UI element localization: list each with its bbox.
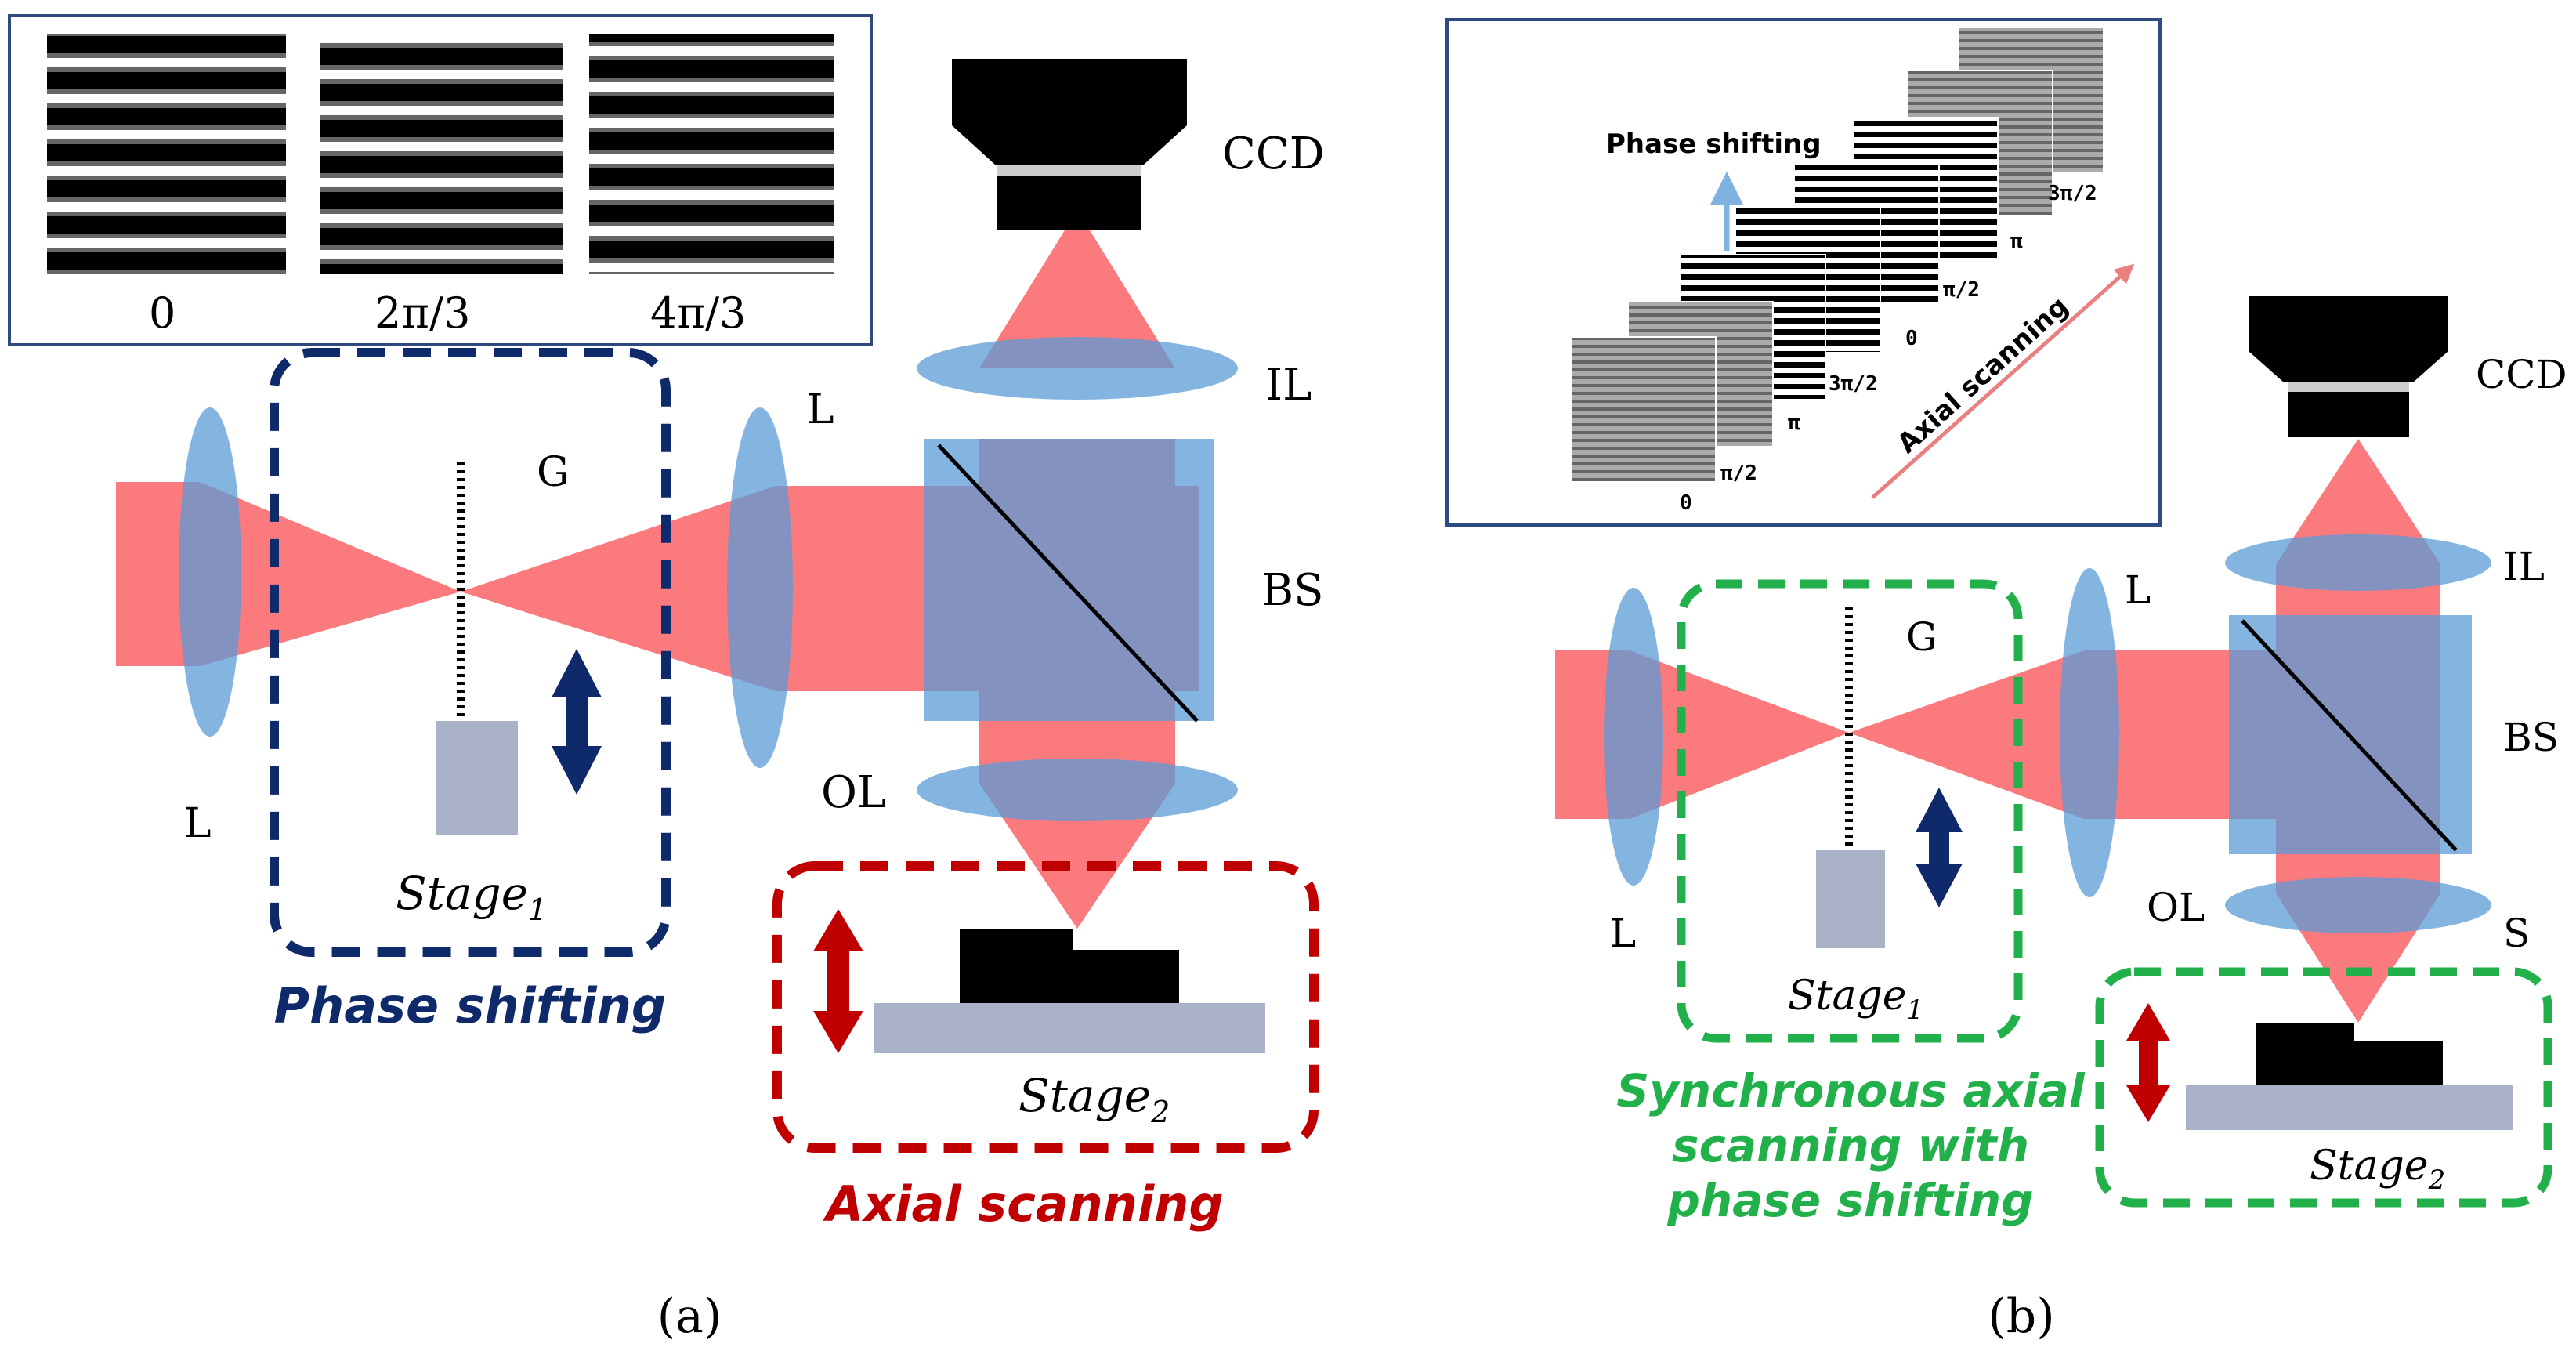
label-lens-left-b: L bbox=[1610, 911, 1636, 956]
fringe-pattern-4pi3 bbox=[589, 34, 834, 274]
label-lens-left-a: L bbox=[184, 800, 212, 847]
beam-splitter-diagonal-a bbox=[937, 444, 1199, 723]
fringe-inset-a: 0 2π/3 4π/3 bbox=[8, 14, 873, 346]
phase-shift-arrow-b bbox=[1916, 788, 1963, 907]
frames-inset-b: 0 π/2 π 3π/2 0 π/2 π 3π/2 Phase shifting… bbox=[1445, 18, 2162, 527]
label-bs-b: BS bbox=[2503, 715, 2559, 760]
stage2-plate-b bbox=[2186, 1085, 2513, 1130]
label-bs-a: BS bbox=[1261, 565, 1324, 616]
inset-phase-shifting-label: Phase shifting bbox=[1606, 129, 1822, 160]
frame-label-2: π/2 bbox=[1720, 462, 1757, 485]
beam-splitter-diagonal-b bbox=[2241, 619, 2458, 852]
objective-lens-a bbox=[917, 759, 1238, 821]
panel-label-b: (b) bbox=[1988, 1289, 2054, 1344]
input-beam-b bbox=[1555, 650, 1849, 819]
caption-line-3-b: phase shifting bbox=[1666, 1174, 2033, 1227]
stage2-plate-a bbox=[874, 1003, 1265, 1053]
focused-beam bbox=[979, 784, 1175, 929]
stage1-block-a bbox=[436, 721, 518, 835]
label-lens-right-a: L bbox=[807, 386, 834, 433]
panel-b: 0 π/2 π 3π/2 0 π/2 π 3π/2 Phase shifting… bbox=[1445, 18, 2567, 1344]
beam-to-ccd-b bbox=[2276, 439, 2440, 564]
label-sample-b: S bbox=[2503, 911, 2530, 956]
grating-a bbox=[436, 462, 518, 835]
caption-line-1-b: Synchronous axial bbox=[1616, 1064, 2086, 1117]
lens-left-a bbox=[179, 407, 241, 737]
expanded-beam bbox=[461, 486, 924, 691]
frame-label-8: 3π/2 bbox=[2048, 182, 2097, 205]
phase-shift-arrow-a bbox=[552, 649, 602, 795]
sample-stage-b bbox=[2186, 1023, 2513, 1130]
frame-label-5: 0 bbox=[1905, 327, 1918, 350]
axial-scan-box-a bbox=[772, 861, 1319, 1153]
sample-b bbox=[2256, 1023, 2443, 1085]
caption-phase-shifting-a: Phase shifting bbox=[274, 977, 667, 1034]
fringe-pattern-2pi3 bbox=[320, 34, 563, 274]
caption-line-2-b: scanning with bbox=[1672, 1119, 2029, 1172]
lens-right-b bbox=[2060, 568, 2119, 897]
label-lens-right-b: L bbox=[2125, 567, 2151, 613]
label-stage2-a: Stage2 bbox=[1018, 1069, 1170, 1129]
input-beam bbox=[116, 482, 461, 666]
phase-shift-box-b bbox=[1677, 579, 2023, 1043]
expanded-beam-b bbox=[1849, 650, 2225, 819]
axial-scan-arrow-a bbox=[813, 909, 863, 1053]
beam-splitter-a bbox=[924, 439, 1214, 721]
stage1-block-b bbox=[1816, 850, 1885, 948]
fringe-label-2pi3: 2π/3 bbox=[374, 288, 470, 338]
label-ol-b: OL bbox=[2147, 885, 2205, 930]
label-stage1-b: Stage1 bbox=[1788, 973, 1923, 1026]
fringe-pattern-0 bbox=[47, 34, 286, 274]
inset-axial-arrow bbox=[1871, 263, 2135, 499]
caption-axial-scanning-a: Axial scanning bbox=[822, 1175, 1223, 1233]
frame-label-6: π/2 bbox=[1943, 278, 1980, 302]
sample-a bbox=[960, 929, 1179, 1003]
label-ccd-a: CCD bbox=[1222, 129, 1325, 179]
imaging-lens-b bbox=[2225, 534, 2491, 591]
ccd-camera-a bbox=[952, 59, 1187, 230]
lens-right-a bbox=[727, 407, 793, 768]
label-stage1-a: Stage1 bbox=[396, 867, 547, 927]
grating-b bbox=[1816, 607, 1885, 948]
frame-label-3: π bbox=[1788, 411, 1800, 435]
imaging-lens-a bbox=[917, 337, 1238, 400]
label-grating-a: G bbox=[537, 449, 570, 496]
phase-shift-box-a bbox=[270, 348, 671, 957]
beam-to-ccd bbox=[979, 210, 1175, 368]
label-stage2-b: Stage2 bbox=[2310, 1143, 2445, 1196]
fringe-label-0: 0 bbox=[149, 288, 175, 338]
objective-lens-b bbox=[2225, 877, 2491, 933]
axial-scan-box-b bbox=[2095, 967, 2552, 1208]
label-ol-a: OL bbox=[821, 767, 886, 818]
sample-stage-a bbox=[874, 929, 1265, 1053]
axial-scan-arrow-b bbox=[2126, 1003, 2170, 1122]
panel-a: 0 2π/3 4π/3 bbox=[8, 14, 1325, 1344]
frame-label-7: π bbox=[2010, 230, 2023, 253]
frame-label-4: 3π/2 bbox=[1829, 372, 1878, 396]
label-grating-b: G bbox=[1906, 614, 1937, 660]
panel-label-a: (a) bbox=[657, 1289, 722, 1344]
label-ccd-b: CCD bbox=[2476, 352, 2567, 397]
frame-label-1: 0 bbox=[1680, 491, 1692, 515]
lens-left-b bbox=[1604, 588, 1663, 886]
ccd-camera-b bbox=[2249, 296, 2448, 437]
fringe-label-4pi3: 4π/3 bbox=[650, 288, 746, 338]
label-il-a: IL bbox=[1265, 360, 1312, 411]
label-il-b: IL bbox=[2503, 544, 2545, 589]
